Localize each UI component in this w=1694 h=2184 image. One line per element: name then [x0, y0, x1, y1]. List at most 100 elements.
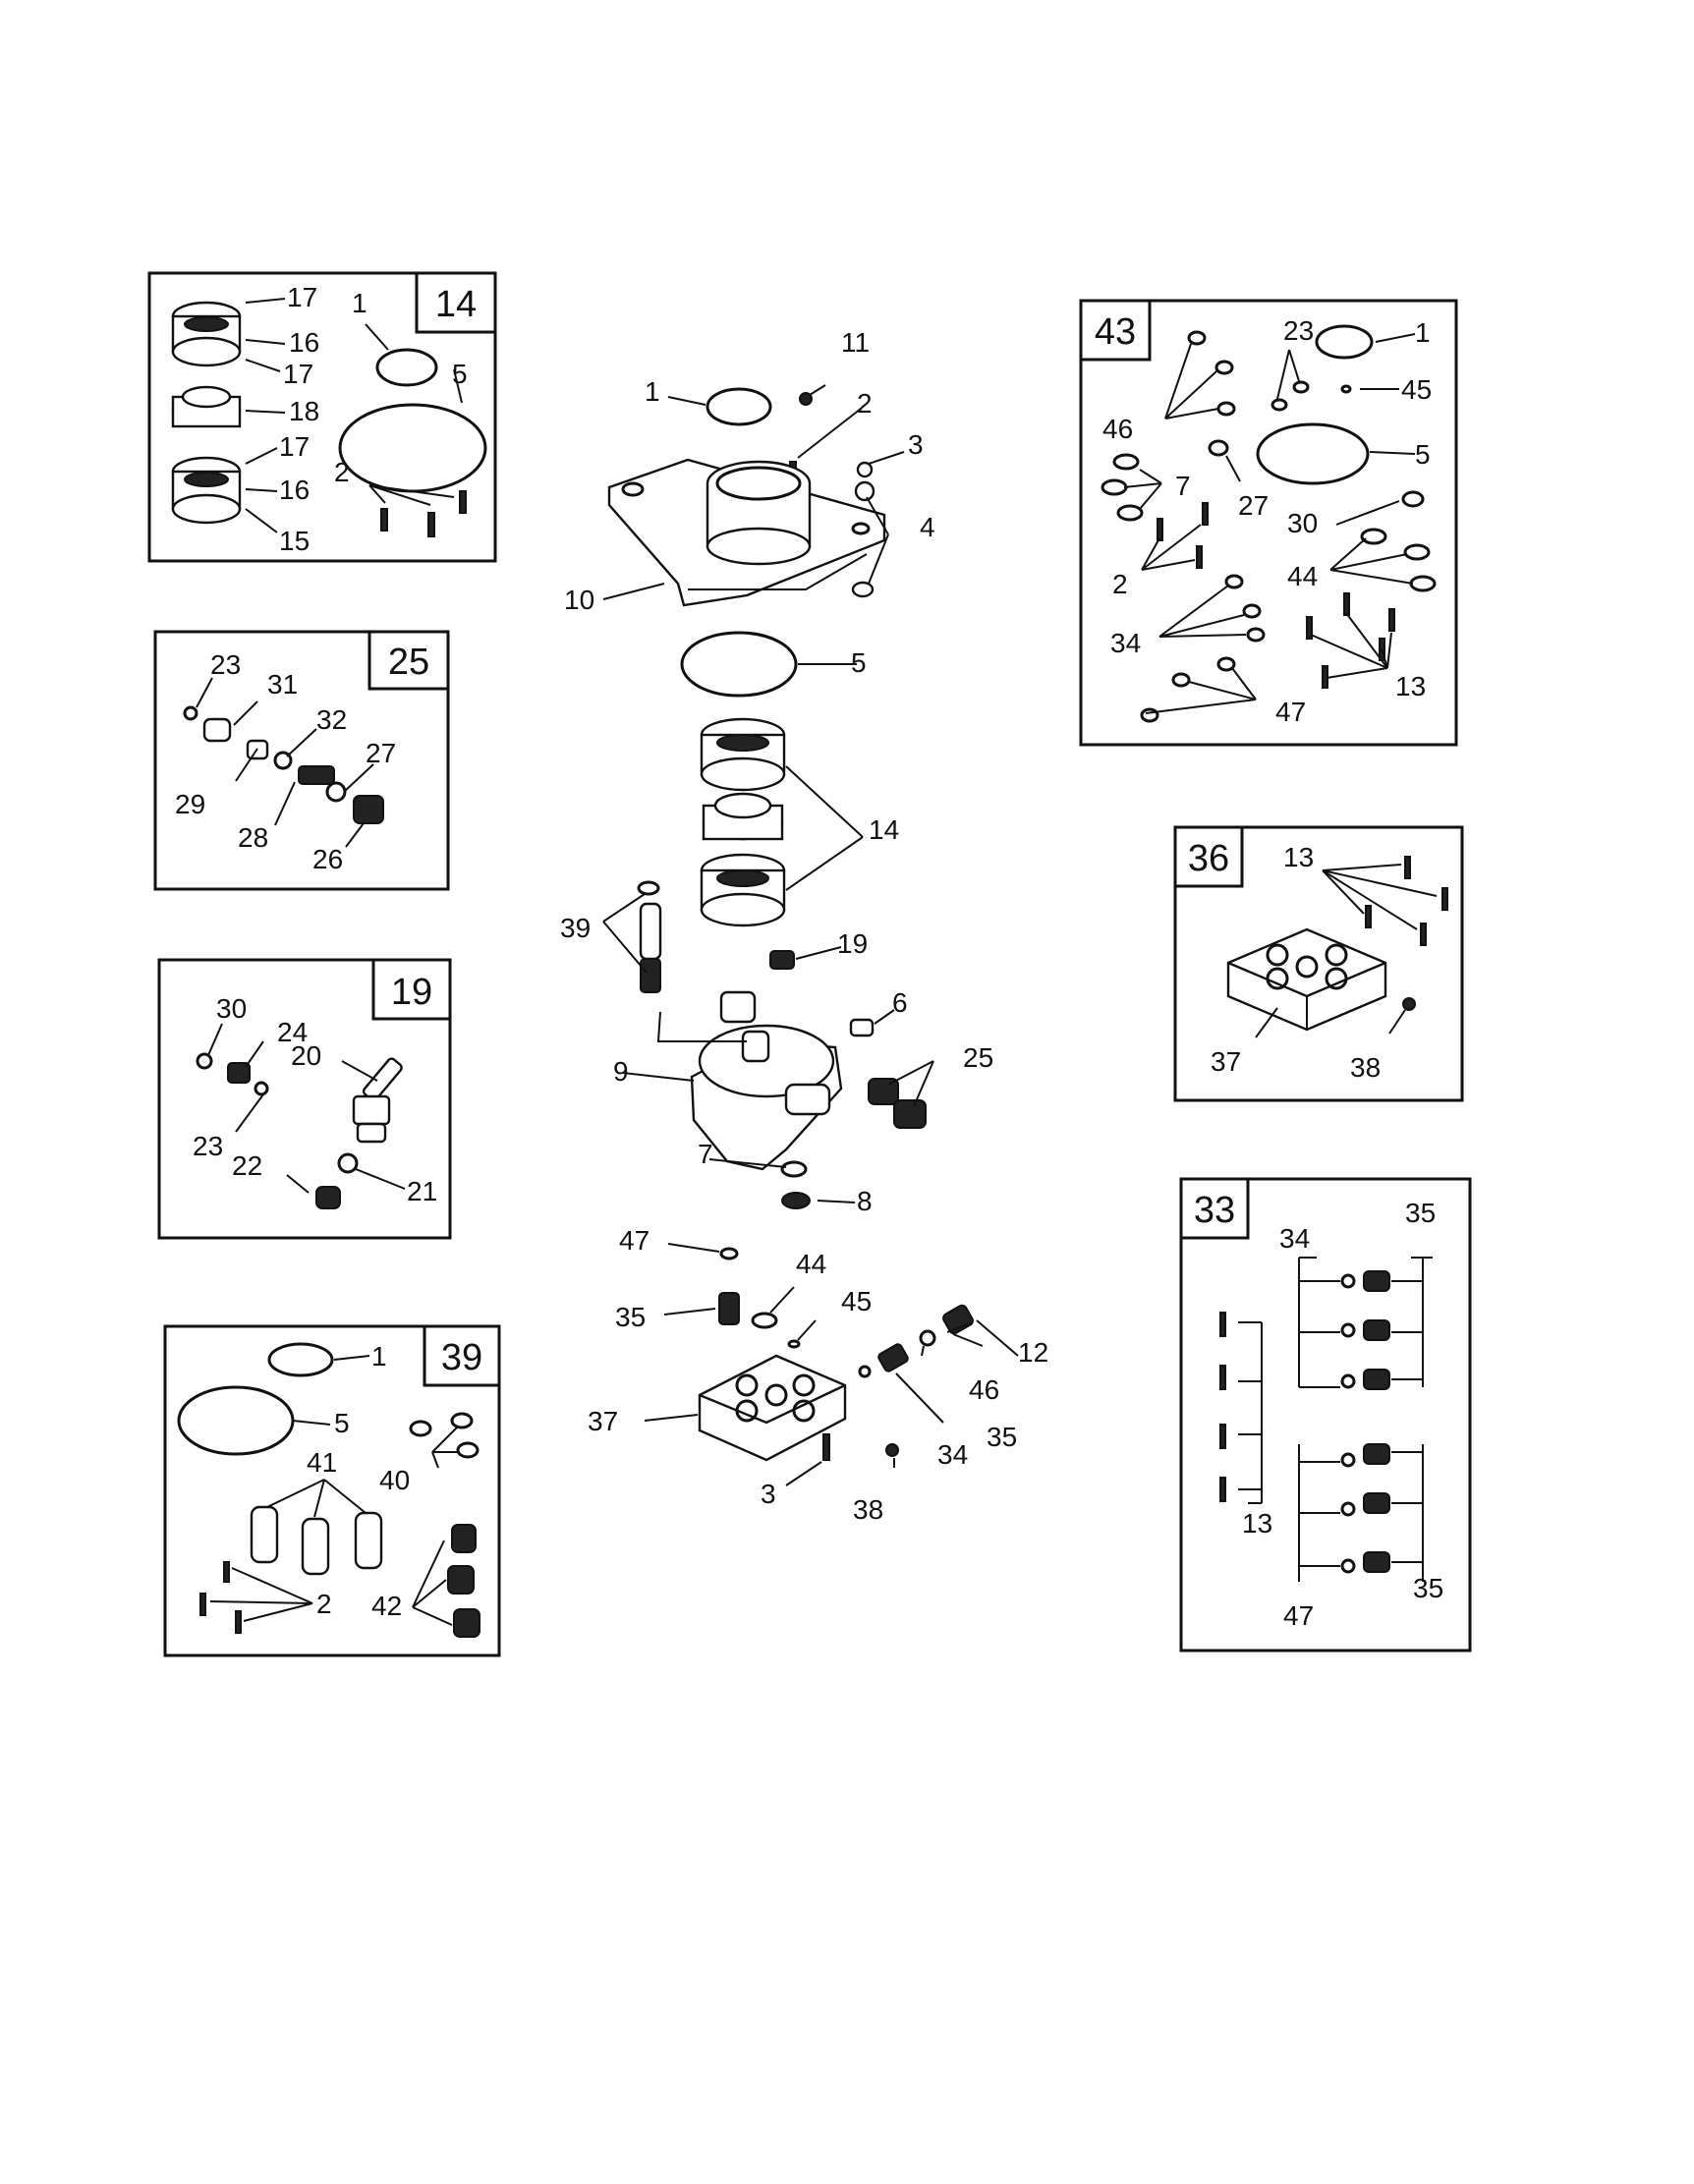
main-label: 9 — [613, 1056, 629, 1087]
screw-icon — [380, 490, 467, 537]
plug-icon — [315, 1186, 341, 1209]
washer-icon — [854, 480, 875, 502]
main-label: 5 — [851, 647, 867, 678]
bearing-icon — [700, 853, 786, 927]
main-label: 8 — [857, 1186, 873, 1216]
o-ring-icon — [780, 1160, 808, 1178]
plug-icon — [353, 795, 384, 824]
kit-14-label: 17 — [283, 359, 313, 389]
unloader-fitting-icon — [352, 1057, 403, 1144]
kit-39-panel: 39 1 5 40 41 2 42 — [163, 1324, 501, 1657]
check-valve-icon — [1340, 1270, 1390, 1574]
o-ring-icon — [680, 631, 798, 698]
main-label: 45 — [841, 1286, 872, 1316]
main-label: 37 — [588, 1406, 618, 1436]
kit-43-label: 23 — [1283, 315, 1314, 346]
o-ring-icon — [196, 1052, 213, 1070]
o-ring-icon — [267, 1342, 334, 1377]
main-label: 7 — [698, 1139, 713, 1169]
kit-14-label: 5 — [452, 359, 468, 389]
manifold-body-icon — [690, 990, 927, 1171]
kit-25-label: 23 — [210, 649, 241, 680]
main-label: 25 — [963, 1042, 993, 1073]
o-ring-icon — [719, 1247, 739, 1260]
main-label: 3 — [908, 429, 924, 460]
valve-cap-icon — [202, 717, 232, 743]
main-label: 11 — [841, 327, 870, 358]
washer-icon — [856, 461, 874, 478]
kit-14-label: 1 — [352, 288, 367, 318]
main-label: 12 — [1018, 1337, 1048, 1368]
o-ring-icon — [254, 1081, 269, 1096]
main-label: 2 — [857, 388, 873, 419]
screw-icon — [799, 392, 813, 406]
kit-14-id: 14 — [435, 284, 477, 325]
kit-14-panel: 14 17 16 17 18 17 — [147, 271, 497, 563]
seal-icon — [447, 1524, 480, 1638]
o-ring-icon — [1315, 324, 1374, 360]
kit-43-label: 27 — [1238, 490, 1269, 521]
screw-icon — [822, 1433, 830, 1461]
kit-36-label: 37 — [1211, 1046, 1241, 1077]
bearing-icon — [171, 456, 242, 525]
kit-43-label: 34 — [1110, 628, 1141, 658]
main-label: 35 — [987, 1422, 1017, 1452]
main-label: 4 — [920, 512, 935, 542]
kit-36-panel: 36 13 37 38 — [1173, 825, 1464, 1102]
kit-19-label: 21 — [407, 1176, 437, 1206]
kit-14-label: 16 — [279, 475, 310, 505]
kit-33-label: 35 — [1413, 1573, 1443, 1603]
o-ring-icon — [637, 880, 660, 896]
o-ring-icon — [183, 705, 198, 721]
o-ring-icon — [751, 1312, 778, 1329]
kit-39-label: 2 — [316, 1589, 332, 1619]
kit-36-label: 13 — [1283, 842, 1314, 872]
kit-19-id: 19 — [391, 972, 432, 1013]
kit-43-label: 44 — [1287, 561, 1318, 591]
o-ring-icon — [1256, 422, 1370, 485]
main-label: 19 — [837, 928, 868, 959]
o-ring-icon — [787, 1339, 801, 1349]
kit-43-label: 2 — [1112, 569, 1128, 599]
kit-43-label: 45 — [1401, 374, 1432, 405]
kit-14-label: 15 — [279, 526, 310, 556]
main-label: 38 — [853, 1494, 883, 1525]
kit-19-label: 20 — [291, 1040, 321, 1071]
kit-39-label: 5 — [334, 1408, 350, 1438]
kit-14-label: 2 — [334, 457, 350, 487]
kit-14-label: 18 — [289, 396, 319, 426]
piston-icon — [250, 1505, 383, 1576]
spring-icon — [877, 1343, 909, 1372]
valve-manifold-icon — [698, 1354, 847, 1462]
kit-39-label: 42 — [371, 1591, 402, 1621]
o-ring-icon — [858, 1365, 872, 1378]
kit-19-panel: 19 30 24 20 23 22 21 — [157, 958, 452, 1240]
o-ring-icon — [375, 348, 438, 387]
kit-43-panel: 43 — [1079, 299, 1458, 747]
kit-33-label: 34 — [1279, 1223, 1310, 1254]
o-ring-icon — [337, 1152, 359, 1174]
kit-36-label: 38 — [1350, 1052, 1381, 1083]
spring-icon — [298, 765, 335, 785]
main-label: 1 — [645, 376, 660, 407]
kit-39-id: 39 — [441, 1337, 482, 1378]
kit-33-panel: 33 34 35 13 47 35 — [1179, 1177, 1472, 1652]
plug-icon — [849, 1018, 875, 1037]
main-label: 6 — [892, 987, 908, 1018]
kit-25-label: 31 — [267, 669, 298, 700]
main-label: 47 — [619, 1225, 649, 1256]
piston-icon — [639, 902, 662, 961]
main-label: 35 — [615, 1302, 646, 1332]
spring-icon — [640, 958, 661, 993]
kit-39-label: 41 — [307, 1447, 337, 1478]
plug-icon — [1402, 997, 1416, 1011]
kit-33-id: 33 — [1194, 1190, 1235, 1231]
o-ring-icon — [409, 1412, 480, 1459]
kit-25-label: 29 — [175, 789, 205, 819]
kit-43-label: 5 — [1415, 439, 1431, 470]
main-label: 39 — [560, 913, 591, 943]
bearing-icon — [700, 717, 786, 792]
o-ring-icon — [273, 751, 293, 770]
spring-icon — [718, 1292, 740, 1325]
spring-icon — [227, 1062, 251, 1084]
